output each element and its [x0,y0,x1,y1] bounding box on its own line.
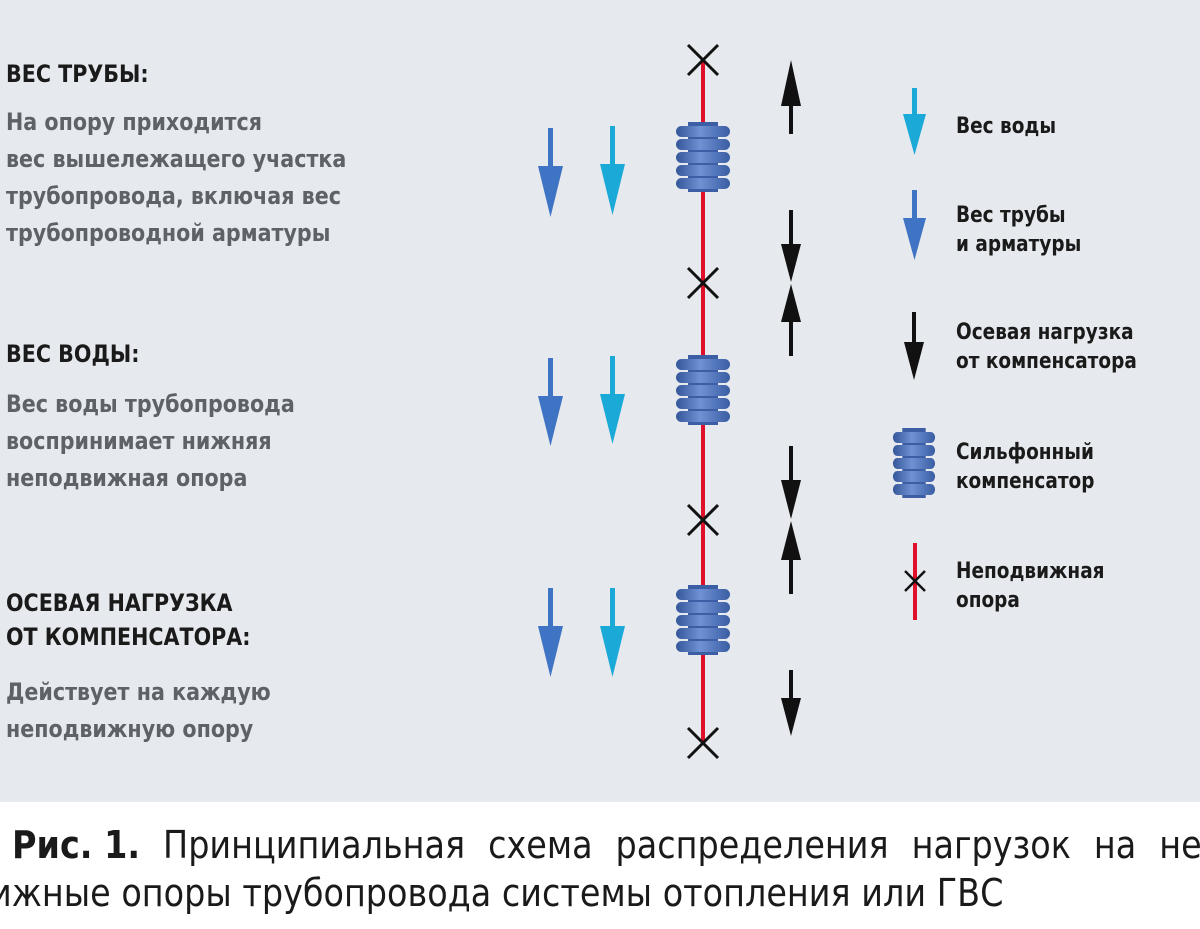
section-heading-water-weight: ВЕС ВОДЫ: [6,340,140,368]
bellows-compensator-icon [676,585,730,655]
caption-line-1: Рис. 1. Принципиальная схема распределен… [12,822,1200,869]
legend-label-water-weight: Вес воды [956,114,1057,139]
caption-label: Рис. 1. [12,823,141,867]
bellows-compensator-icon [892,428,936,498]
section-description-axial-load: Действует на каждую неподвижную опору [6,678,271,743]
arrow-down-blue-icon [903,190,926,260]
arrow-down-black-icon [781,670,801,736]
caption-text-line-2: ижные опоры трубопровода системы отоплен… [0,871,1004,915]
legend-label-pipe-weight: Вес трубы и арматуры [956,203,1082,257]
section-description-pipe-weight: На опору приходится вес вышележащего уча… [6,108,347,247]
section-heading-axial-load: ОСЕВАЯ НАГРУЗКА ОТ КОМПЕНСАТОРА: [6,589,251,651]
arrow-down-light-blue-icon [600,356,625,444]
bellows-compensator-icon [676,355,730,425]
legend-label-axial-load: Осевая нагрузка от компенсатора [956,320,1137,374]
arrow-up-black-icon [781,60,801,134]
arrow-down-light-blue-icon [600,126,625,215]
fixed-support-icon [904,543,926,620]
section-description-water-weight: Вес воды трубопровода воспринимает нижня… [6,390,295,492]
diagram-panel [0,0,1200,802]
section-heading-pipe-weight: ВЕС ТРУБЫ: [6,60,149,88]
arrow-down-black-icon [904,312,924,380]
legend-label-fixed-support: Неподвижная опора [956,559,1105,613]
load-distribution-diagram [538,43,936,760]
figure-caption: Рис. 1. Принципиальная схема распределен… [0,822,1200,929]
arrow-down-black-icon [781,446,801,519]
arrow-down-light-blue-icon [600,588,625,677]
bellows-compensator-icon [676,122,730,192]
arrow-up-black-icon [781,521,801,594]
arrow-up-black-icon [781,284,801,356]
arrow-down-blue-icon [538,358,563,446]
arrow-down-blue-icon [538,588,563,677]
arrow-down-light-blue-icon [903,88,926,155]
legend-label-bellows-compensator: Сильфонный компенсатор [956,440,1095,494]
arrow-down-black-icon [781,210,801,282]
arrow-down-blue-icon [538,128,563,217]
caption-text-line-1: Принципиальная схема распределения нагру… [163,823,1200,867]
